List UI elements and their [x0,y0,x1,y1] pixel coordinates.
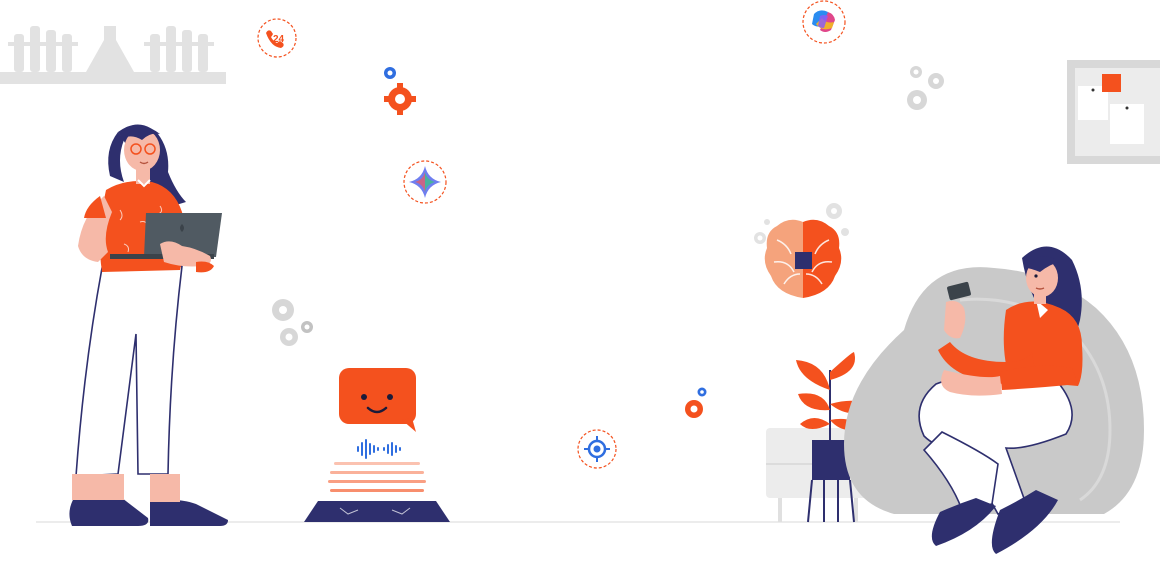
copilot-icon [812,10,835,32]
gear-icon-cluster-small [685,387,707,418]
woman-with-phone [918,246,1083,554]
ai-brain-icon [764,219,842,298]
chat-bot-icon [339,368,416,432]
copilot-badge [802,0,846,44]
gear-icon-cluster-left [272,299,313,346]
support-24-badge: 24 [257,18,297,58]
gear-icon-cluster-right [907,66,944,110]
hologram-base [304,501,450,522]
target-badge [577,429,617,469]
woman-with-laptop [69,124,228,526]
notice-board-icon [1067,60,1160,164]
gemini-badge [403,160,447,204]
lab-shelf-icon [0,26,226,84]
gear-icon-cluster-brain [754,203,849,244]
voice-wave-icon [357,439,401,459]
support-24-label: 24 [273,34,285,45]
hologram-rings [328,462,426,492]
phone-24-icon [266,30,284,48]
target-icon [584,436,610,462]
gear-icon-cluster-top [384,67,416,115]
